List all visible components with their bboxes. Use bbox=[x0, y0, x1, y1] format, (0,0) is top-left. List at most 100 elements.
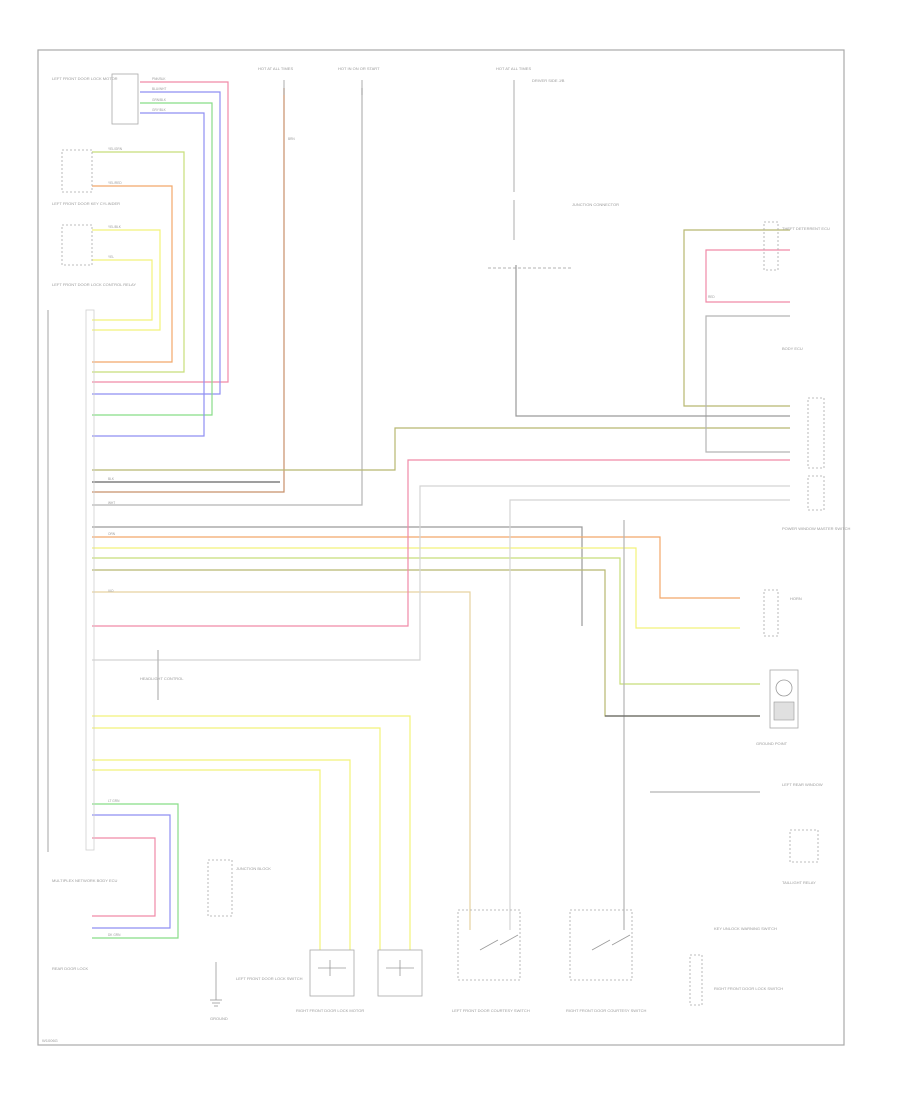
wire-gray-mid bbox=[515, 265, 790, 417]
wire-yellow-low4 bbox=[92, 769, 321, 950]
wire-tag-yel: YEL bbox=[108, 255, 114, 259]
wire-yellow-1 bbox=[92, 229, 161, 331]
right-ecu-mid2 bbox=[807, 475, 825, 511]
wire-tag-pink: PNK/BLK bbox=[152, 77, 166, 81]
horn-box bbox=[769, 669, 799, 729]
wire-green-low bbox=[92, 803, 179, 939]
window-motor-1 bbox=[309, 949, 355, 997]
label-fuse-ign: HOT IN ON OR START bbox=[338, 66, 380, 71]
wire-gray-h2 bbox=[92, 526, 583, 626]
window-motor-2 bbox=[377, 949, 423, 997]
label-fuse-panel: DRIVER SIDE J/B bbox=[532, 78, 565, 83]
wire-tag-ltgrn: LT GRN bbox=[108, 799, 120, 803]
label-junction-mid: HEADLIGHT CONTROL bbox=[140, 676, 184, 681]
wire-tag-brn: BRN bbox=[288, 137, 295, 141]
wire-yg-h bbox=[92, 557, 760, 685]
wire-tag-wht: WHT bbox=[108, 501, 115, 505]
wire-blue-2 bbox=[92, 112, 205, 437]
wire-yg-1 bbox=[92, 151, 185, 373]
wire-pink-right1 bbox=[705, 249, 790, 303]
label-door-courtesy-rf: RIGHT FRONT DOOR COURTESY SWITCH bbox=[566, 1008, 646, 1013]
main-connector bbox=[85, 309, 95, 851]
label-fuse-power: HOT AT ALL TIMES bbox=[496, 66, 531, 71]
label-rear-door-lock-lf: REAR DOOR LOCK bbox=[52, 966, 89, 971]
label-ecu-mid-right: POWER WINDOW MASTER SWITCH bbox=[782, 526, 851, 531]
wire-tag-dkgrn: DK GRN bbox=[108, 933, 121, 937]
horn-body-icon bbox=[773, 701, 795, 721]
diagram-frame bbox=[37, 49, 845, 1046]
right-switch bbox=[763, 589, 779, 637]
wire-yellow-h bbox=[92, 547, 740, 629]
wire-green-1 bbox=[92, 102, 213, 416]
wire-gray-fuse2 bbox=[92, 88, 363, 506]
wire-gray-right1 bbox=[705, 315, 790, 453]
label-key-unlock-sw: KEY UNLOCK WARNING SWITCH bbox=[714, 926, 777, 931]
label-ecu-right-bottom: TAILLIGHT RELAY bbox=[782, 880, 816, 885]
right-ecu-mid bbox=[807, 397, 825, 469]
label-connector-jb: JUNCTION CONNECTOR bbox=[572, 202, 619, 207]
wire-orange-h bbox=[92, 536, 740, 599]
wire-tag-red: RED bbox=[708, 295, 715, 299]
label-door-courtesy-lf: LEFT FRONT DOOR COURTESY SWITCH bbox=[452, 1008, 530, 1013]
wire-group bbox=[47, 81, 790, 950]
wire-tag-gray: GRY/BLK bbox=[152, 108, 167, 112]
label-door-lock-motor-rf: RIGHT FRONT DOOR LOCK MOTOR bbox=[296, 1008, 364, 1013]
wire-yellow-2 bbox=[92, 259, 153, 321]
label-door-ecu-left: LEFT FRONT DOOR LOCK CONTROL RELAY bbox=[52, 282, 136, 287]
wire-brown-1 bbox=[92, 88, 285, 493]
switch-icon-4 bbox=[386, 960, 414, 976]
label-door-lock-sw-rf: RIGHT FRONT DOOR LOCK SWITCH bbox=[714, 986, 783, 991]
wire-tag-yb: YEL/BLK bbox=[108, 225, 122, 229]
wire-yellow-low1 bbox=[92, 715, 411, 950]
wire-tag-yr: YEL/RED bbox=[108, 181, 122, 185]
fuse-block-low bbox=[689, 954, 703, 1006]
label-window-left: LEFT REAR WINDOW bbox=[782, 782, 823, 787]
wire-tag-orn: ORN bbox=[108, 532, 116, 536]
wire-tag-blue: BLU/WHT bbox=[152, 87, 166, 91]
wire-gray-right3 bbox=[509, 499, 790, 930]
wire-orange-1 bbox=[92, 185, 173, 363]
wire-tan-h bbox=[92, 591, 471, 930]
switch-icon-2 bbox=[591, 934, 631, 951]
label-horn: HORN bbox=[790, 596, 802, 601]
wire-yellow-low3 bbox=[92, 759, 351, 950]
wire-olive-top bbox=[92, 427, 790, 471]
label-door-key-cyl: LEFT FRONT DOOR KEY CYLINDER bbox=[52, 201, 120, 206]
label-relay-top-right: THEFT DETERRENT ECU bbox=[782, 226, 830, 231]
door-switch-box-2 bbox=[61, 224, 93, 266]
label-ground-point: GROUND bbox=[210, 1016, 228, 1021]
label-door-lock-sw-lf: LEFT FRONT DOOR LOCK SWITCH bbox=[236, 976, 303, 981]
fuse-icons bbox=[283, 80, 572, 269]
wire-olive-right1 bbox=[683, 229, 790, 407]
wire-blue bbox=[92, 91, 221, 395]
label-group: LEFT FRONT DOOR LOCK MOTOR LEFT FRONT DO… bbox=[42, 66, 851, 1043]
label-ecu-main: MULTIPLEX NETWORK BODY ECU bbox=[52, 878, 118, 883]
switch-icon-1 bbox=[479, 934, 519, 951]
courtesy-switch-left bbox=[457, 909, 521, 981]
wire-tag-green: GRN/BLK bbox=[152, 98, 167, 102]
switch-icons bbox=[318, 934, 631, 976]
component-group bbox=[61, 73, 825, 1006]
label-ground-mid: GROUND POINT bbox=[756, 741, 788, 746]
courtesy-switch-right bbox=[569, 909, 633, 981]
wire-blue-low bbox=[92, 814, 171, 929]
label-fuse-dome: HOT AT ALL TIMES bbox=[258, 66, 293, 71]
ground-icon bbox=[210, 962, 222, 1007]
wire-gray-right2 bbox=[92, 485, 790, 661]
wire-pink-low bbox=[92, 837, 156, 917]
label-door-lock-motor-lf: LEFT FRONT DOOR LOCK MOTOR bbox=[52, 76, 118, 81]
label-fuse-block-lower: JUNCTION BLOCK bbox=[236, 866, 271, 871]
right-ecu-top bbox=[763, 221, 779, 271]
wire-tag-yg: YEL/GRN bbox=[108, 147, 123, 151]
wire-pink bbox=[92, 81, 229, 383]
wire-pink-h bbox=[92, 459, 790, 627]
label-conn-top-right: BODY ECU bbox=[782, 346, 803, 351]
relay-box-mid bbox=[207, 859, 233, 917]
footer-code: W1006G bbox=[42, 1038, 58, 1043]
wire-tag-blk: BLK bbox=[108, 477, 115, 481]
top-left-connector bbox=[111, 73, 139, 125]
switch-icon-3 bbox=[318, 960, 346, 976]
horn-icon bbox=[775, 679, 793, 697]
wire-yellow-low2 bbox=[92, 727, 381, 950]
